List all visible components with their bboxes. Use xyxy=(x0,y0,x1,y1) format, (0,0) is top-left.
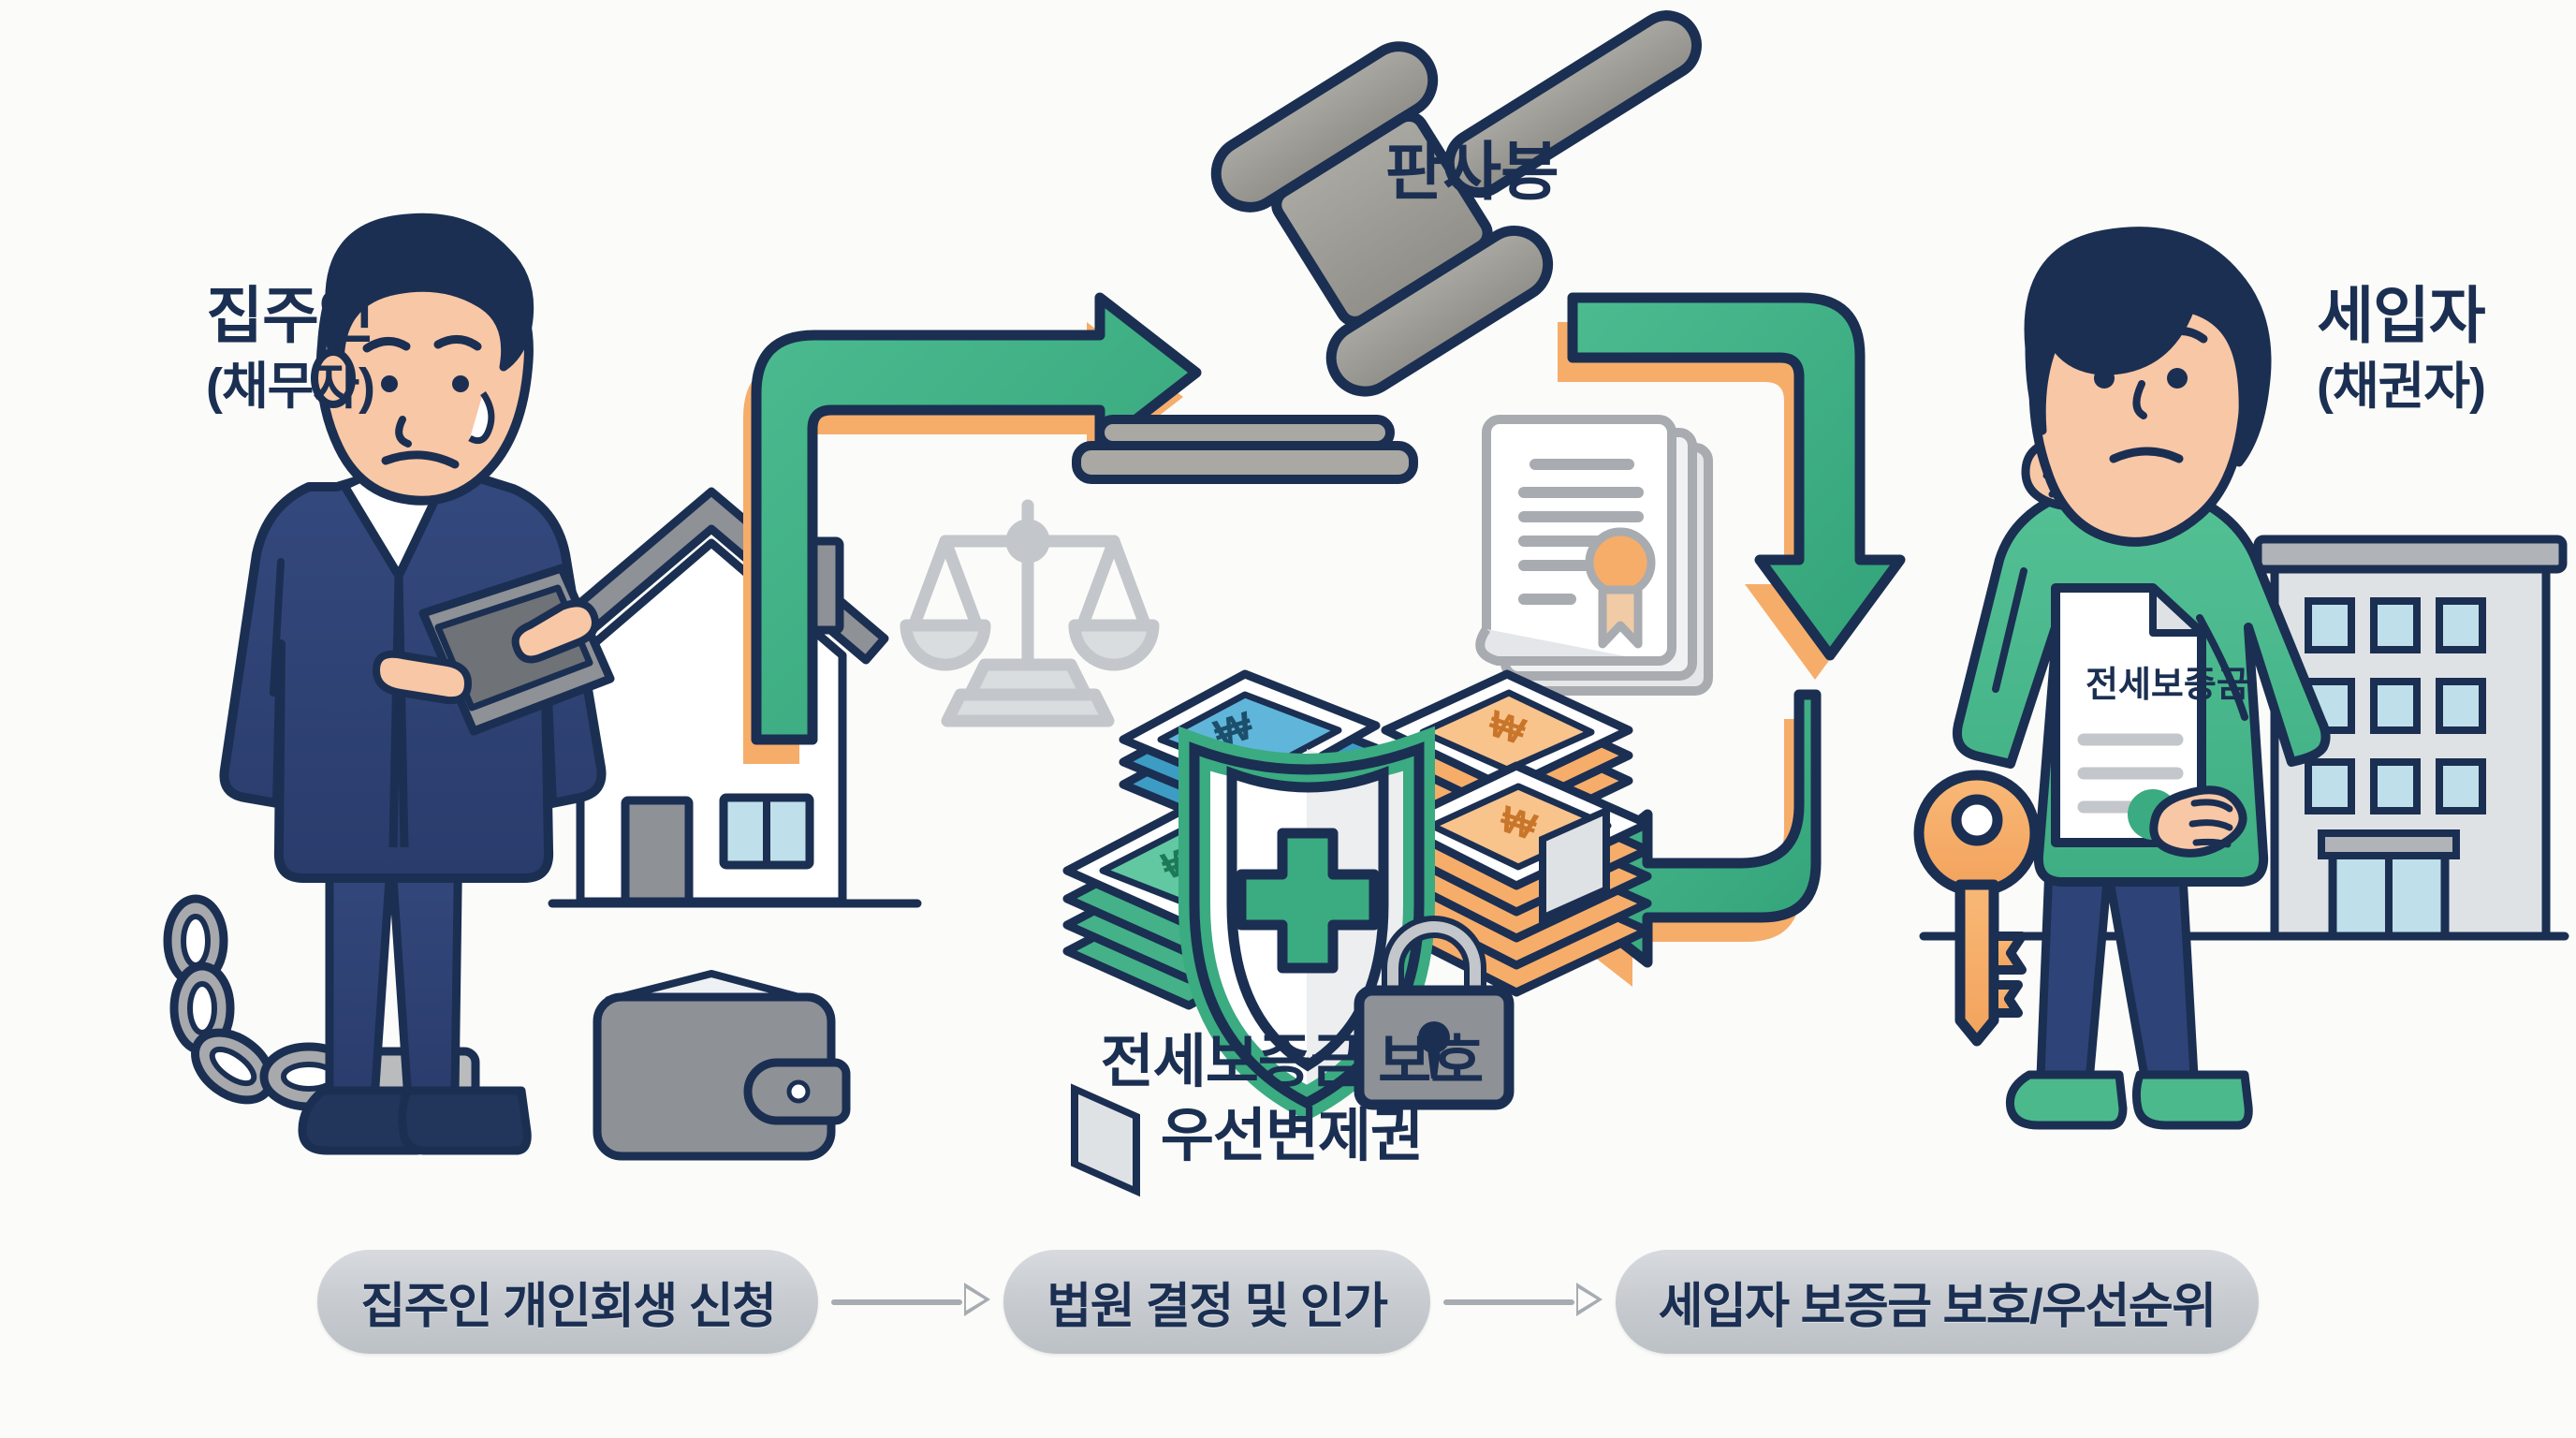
empty-wallet-in-hands-icon xyxy=(373,564,615,736)
connector-arrowhead-inner xyxy=(966,1288,986,1311)
tenant-label: 세입자 (채권자) xyxy=(2218,281,2576,416)
arrow-court-to-down xyxy=(1558,292,1906,680)
tenant-document-text: 전세보증금 xyxy=(2086,666,2249,705)
center-caption-line2: 우선변제권 xyxy=(1160,1104,1424,1169)
tenant-title: 세입자 xyxy=(2317,281,2485,350)
landlord-illustration xyxy=(163,213,922,1161)
landlord-lower-body xyxy=(298,819,532,1155)
gavel-sound-block-icon xyxy=(1072,415,1418,484)
documents-icon xyxy=(1475,415,1713,696)
landlord-subtitle: (채무자) xyxy=(205,358,375,415)
connector-arrow-2 xyxy=(1442,1283,1603,1316)
lock-icon xyxy=(1354,916,1515,1110)
landlord-title: 집주인 xyxy=(206,281,374,350)
gavel-icon xyxy=(1210,10,1702,397)
landlord-label: 집주인 (채무자) xyxy=(94,281,487,416)
step-pill-2[interactable]: 법원 결정 및 인가 xyxy=(1003,1249,1430,1354)
arrow-landlord-to-court xyxy=(743,292,1202,764)
connector-line xyxy=(831,1299,963,1305)
wallet-icon xyxy=(593,970,851,1161)
connector-line xyxy=(1442,1299,1574,1305)
tenant-illustration: 전세보증금 xyxy=(1913,227,2569,1130)
tenant-subtitle: (채권자) xyxy=(2316,358,2486,415)
center-caption-line1: 전세보증금 보호 xyxy=(1100,1030,1485,1094)
step-pill-3[interactable]: 세입자 보증금 보호/우선순위 xyxy=(1615,1249,2259,1354)
connector-arrowhead-inner xyxy=(1577,1288,1597,1311)
center-caption: 전세보증금 보호 우선변제권 xyxy=(936,1025,1647,1174)
process-step-flow: 집주인 개인회생 신청 법원 결정 및 인가 세입자 보증금 보호/우선순위 xyxy=(0,1236,2576,1367)
tenant-head xyxy=(2024,227,2272,547)
tenant-lower-body xyxy=(2005,838,2253,1130)
gavel-label: 판사봉 xyxy=(1385,137,1559,208)
scales-icon xyxy=(900,499,1160,727)
connector-arrow-1 xyxy=(831,1283,991,1316)
landlord-head xyxy=(311,213,534,506)
step-pill-1[interactable]: 집주인 개인회생 신청 xyxy=(317,1249,819,1354)
key-icon xyxy=(1913,770,2041,1047)
